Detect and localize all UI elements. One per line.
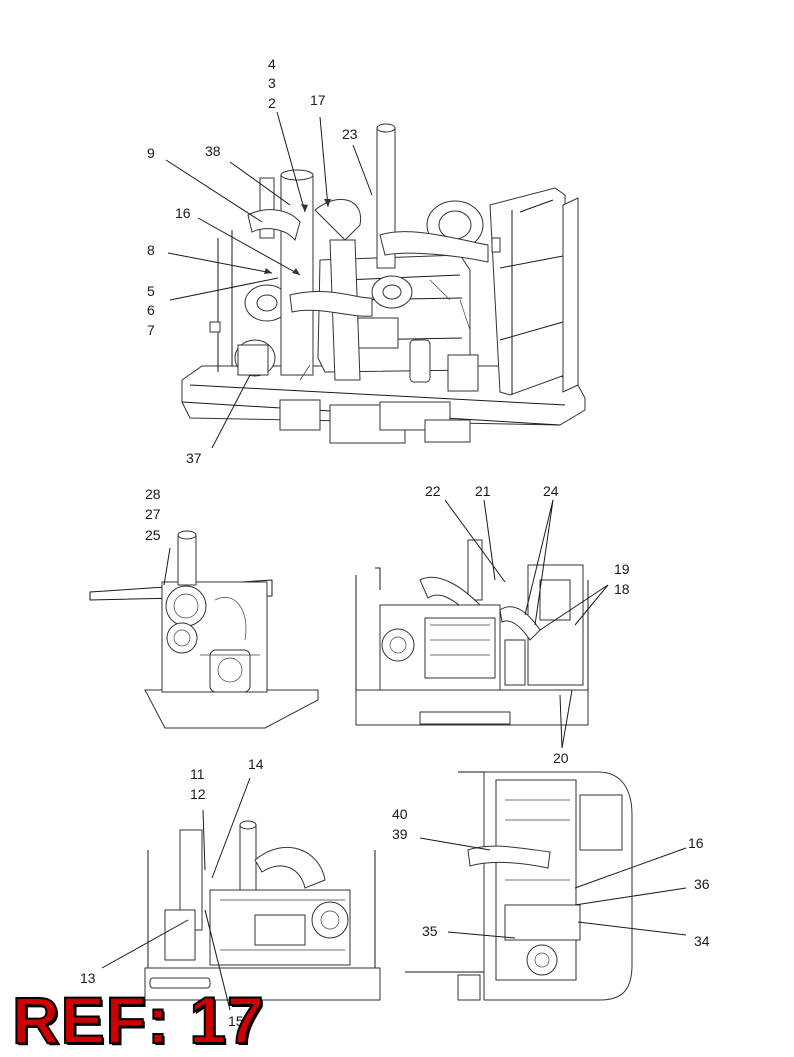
reference-label: REF: 17 bbox=[11, 983, 265, 1057]
isometric-view bbox=[165, 111, 586, 449]
callout-2: 2 bbox=[268, 95, 276, 111]
side-view-right bbox=[355, 499, 609, 749]
callout-15: 15 bbox=[228, 1013, 244, 1029]
callout-4: 4 bbox=[268, 56, 276, 72]
callout-18: 18 bbox=[614, 581, 630, 597]
callout-27: 27 bbox=[145, 506, 161, 522]
callout-34: 34 bbox=[694, 933, 710, 949]
callout-22: 22 bbox=[425, 483, 441, 499]
callout-9: 9 bbox=[147, 145, 155, 161]
callout-12: 12 bbox=[190, 786, 206, 802]
callout-35: 35 bbox=[422, 923, 438, 939]
callout-3: 3 bbox=[268, 75, 276, 91]
callout-11: 11 bbox=[190, 766, 205, 782]
callout-7: 7 bbox=[147, 322, 155, 338]
callout-17: 17 bbox=[310, 92, 326, 108]
callout-21: 21 bbox=[475, 483, 491, 499]
callout-25: 25 bbox=[145, 527, 161, 543]
callout-37: 37 bbox=[186, 450, 202, 466]
callout-13: 13 bbox=[80, 970, 96, 986]
callout-14: 14 bbox=[248, 756, 264, 772]
callout-19: 19 bbox=[614, 561, 630, 577]
callout-16-top: 16 bbox=[688, 835, 704, 851]
callout-23: 23 bbox=[342, 126, 358, 142]
callout-38: 38 bbox=[205, 143, 221, 159]
callout-8: 8 bbox=[147, 242, 155, 258]
callout-36: 36 bbox=[694, 876, 710, 892]
callout-20: 20 bbox=[553, 750, 569, 766]
callout-28: 28 bbox=[145, 486, 161, 502]
end-view bbox=[89, 530, 319, 729]
callout-40: 40 bbox=[392, 806, 408, 822]
side-view-left bbox=[101, 777, 381, 1011]
callout-16: 16 bbox=[175, 205, 191, 221]
callout-39: 39 bbox=[392, 826, 408, 842]
callout-6: 6 bbox=[147, 302, 155, 318]
callout-24: 24 bbox=[543, 483, 559, 499]
top-view bbox=[405, 771, 687, 1001]
callout-5: 5 bbox=[147, 283, 155, 299]
